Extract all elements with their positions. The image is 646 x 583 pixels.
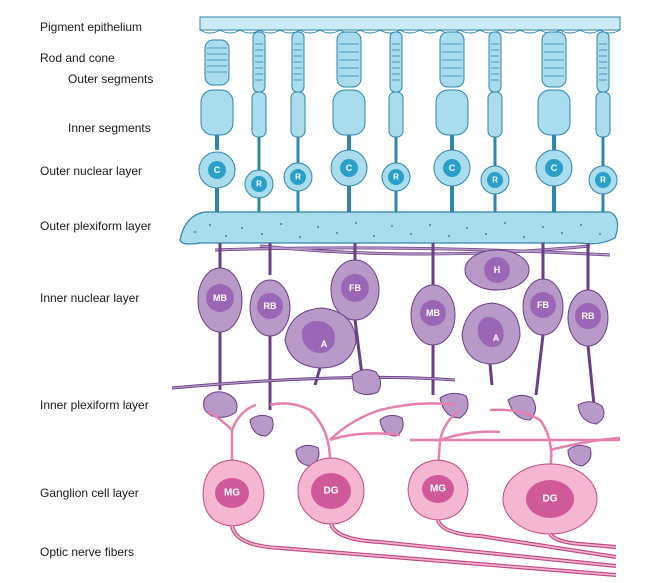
flat-bipolar-label: FB xyxy=(537,300,549,310)
rod-bipolar-label: RB xyxy=(264,301,277,311)
flat-bipolar-label: FB xyxy=(349,283,361,293)
amacrine-label: A xyxy=(321,339,328,349)
label-inner-segments: Inner segments xyxy=(68,121,151,135)
flat-bipolar-cell: FB xyxy=(330,243,380,376)
cone-label: C xyxy=(449,163,456,173)
cone-label: C xyxy=(551,163,558,173)
label-outer-segments: Outer segments xyxy=(68,72,154,86)
diffuse-ganglion-label: DG xyxy=(324,486,339,497)
cone-cell xyxy=(330,31,368,212)
rod-label: R xyxy=(295,173,301,182)
photoreceptors xyxy=(198,31,618,212)
amacrine-label: A xyxy=(493,333,500,343)
cone-label: C xyxy=(214,165,221,175)
rod-label: R xyxy=(492,176,498,185)
rod-bipolar-label: RB xyxy=(582,311,595,321)
midget-ganglion-cell: MG xyxy=(202,459,265,527)
rod-bipolar-cell: RB xyxy=(567,243,609,406)
rod-label: R xyxy=(393,173,399,182)
midget-bipolar-label: MB xyxy=(213,293,227,303)
midget-ganglion-label: MG xyxy=(224,488,240,499)
ganglion-cells: MG DG MG DG xyxy=(202,457,598,535)
midget-bipolar-cell: MB xyxy=(197,243,243,390)
photoreceptor-nuclei: C R R C R C R C R xyxy=(208,159,611,192)
label-inner-plexiform-layer: Inner plexiform layer xyxy=(40,398,149,412)
inner-plexiform-synapses xyxy=(203,369,605,467)
cone-cell xyxy=(535,31,573,212)
photoreceptor-terminal-band xyxy=(179,211,619,245)
label-optic-nerve-fibers: Optic nerve fibers xyxy=(40,545,135,559)
diffuse-ganglion-cell: DG xyxy=(502,463,598,535)
pigment-epithelium-band xyxy=(199,16,621,31)
amacrine-cell: A xyxy=(284,307,357,386)
diffuse-ganglion-label: DG xyxy=(543,494,558,505)
outer-segment-discs xyxy=(207,43,607,81)
horizontal-label: H xyxy=(494,265,501,275)
midget-bipolar-cell: MB xyxy=(410,243,456,395)
midget-ganglion-cell: MG xyxy=(407,459,469,521)
diffuse-ganglion-cell: DG xyxy=(297,457,365,525)
midget-bipolar-label: MB xyxy=(426,308,440,318)
inner-nuclear-cells: MB RB FB A H xyxy=(197,243,609,410)
label-outer-plexiform-layer: Outer plexiform layer xyxy=(40,219,152,233)
horizontal-cell: H xyxy=(464,249,530,291)
label-ganglion-cell-layer: Ganglion cell layer xyxy=(40,486,139,500)
label-pigment-epithelium: Pigment epithelium xyxy=(40,20,143,34)
label-inner-nuclear-layer: Inner nuclear layer xyxy=(40,291,140,305)
midget-ganglion-label: MG xyxy=(430,484,446,495)
flat-bipolar-cell: FB xyxy=(522,243,564,396)
rod-cell xyxy=(244,31,274,212)
cone-cell xyxy=(433,31,471,212)
rod-bipolar-cell: RB xyxy=(249,243,291,410)
ganglion-dendrites xyxy=(207,402,621,471)
label-rod-and-cone: Rod and cone xyxy=(40,51,115,65)
cone-label: C xyxy=(346,163,353,173)
amacrine-cell: A xyxy=(461,302,521,386)
rod-label: R xyxy=(256,180,262,189)
rod-label: R xyxy=(600,176,606,185)
label-outer-nuclear-layer: Outer nuclear layer xyxy=(40,164,143,178)
synaptic-dots-outer xyxy=(194,222,601,238)
